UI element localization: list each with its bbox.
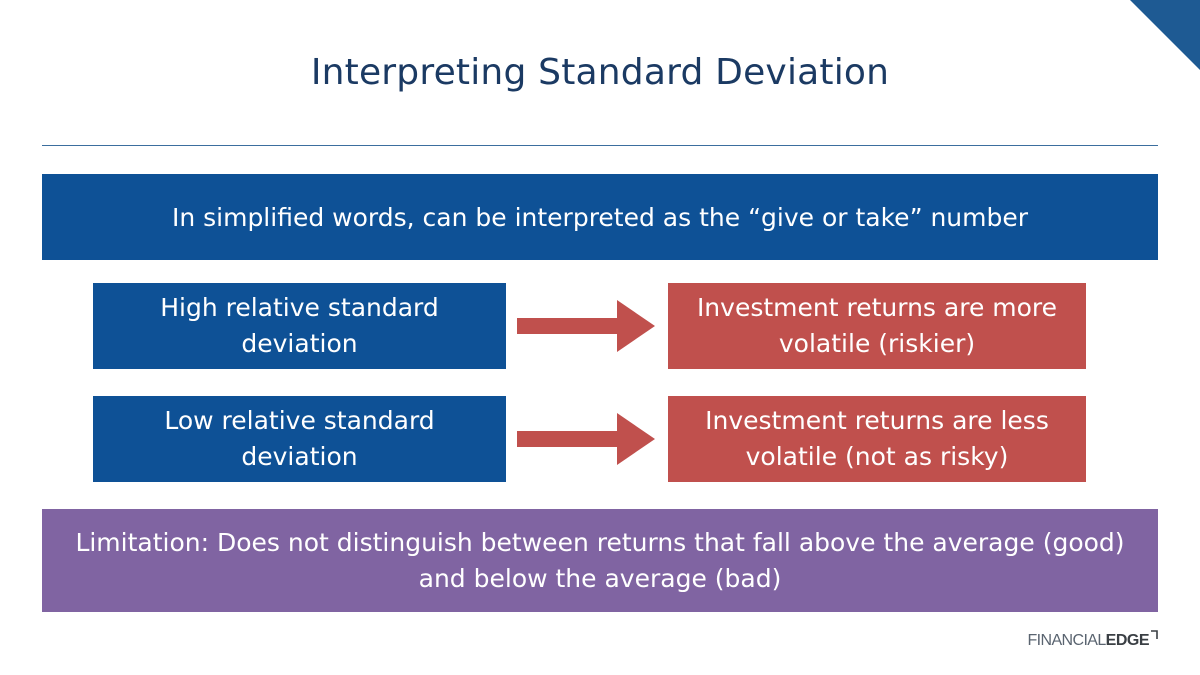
logo-text-bold: EDGE bbox=[1105, 632, 1150, 649]
arrow-right-icon bbox=[517, 300, 655, 352]
less-volatile-box: Investment returns are less volatile (no… bbox=[668, 396, 1086, 482]
limitation-box: Limitation: Does not distinguish between… bbox=[42, 509, 1158, 612]
corner-decoration bbox=[1130, 0, 1200, 70]
title-divider bbox=[42, 145, 1158, 146]
financial-edge-logo: FINANCIAL EDGE bbox=[1027, 630, 1158, 660]
low-deviation-box: Low relative standard deviation bbox=[93, 396, 506, 482]
logo-corner-icon bbox=[1151, 630, 1158, 639]
high-deviation-box: High relative standard deviation bbox=[93, 283, 506, 369]
more-volatile-box: Investment returns are more volatile (ri… bbox=[668, 283, 1086, 369]
logo-text-light: FINANCIAL bbox=[1027, 632, 1106, 649]
arrow-right-icon bbox=[517, 413, 655, 465]
definition-banner: In simplified words, can be interpreted … bbox=[42, 174, 1158, 260]
page-title: Interpreting Standard Deviation bbox=[310, 52, 890, 93]
